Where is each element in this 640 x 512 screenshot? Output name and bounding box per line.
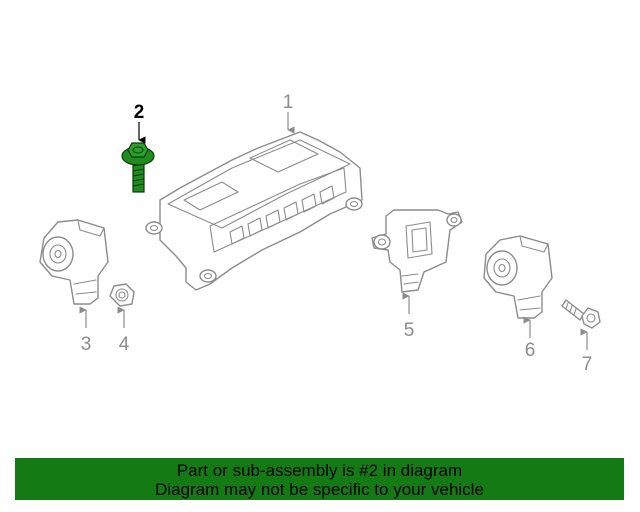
part-5-impact-sensor[interactable]	[371, 209, 463, 293]
parts-diagram: 1 2 3 4 5 6 7	[39, 92, 601, 375]
part-3-impact-sensor[interactable]	[39, 219, 109, 305]
part-6-impact-sensor[interactable]	[483, 235, 553, 319]
part-2-bolt[interactable]	[121, 142, 155, 193]
callout-7: 7	[582, 354, 593, 375]
notice-line-part: Part or sub-assembly is #2 in diagram	[176, 461, 463, 480]
callout-6: 6	[525, 340, 536, 361]
callout-1: 1	[283, 92, 294, 113]
callout-2: 2	[134, 102, 145, 123]
callout-4: 4	[119, 334, 130, 355]
part-7-screw[interactable]	[561, 299, 601, 329]
part-4-nut[interactable]	[109, 283, 135, 307]
callout-5: 5	[404, 320, 415, 341]
diagram-notice-banner: Part or sub-assembly is #2 in diagram Di…	[15, 458, 624, 500]
part-1-control-module[interactable]	[145, 131, 363, 291]
callout-3: 3	[81, 334, 92, 355]
notice-line-disclaimer: Diagram may not be specific to your vehi…	[155, 480, 484, 499]
